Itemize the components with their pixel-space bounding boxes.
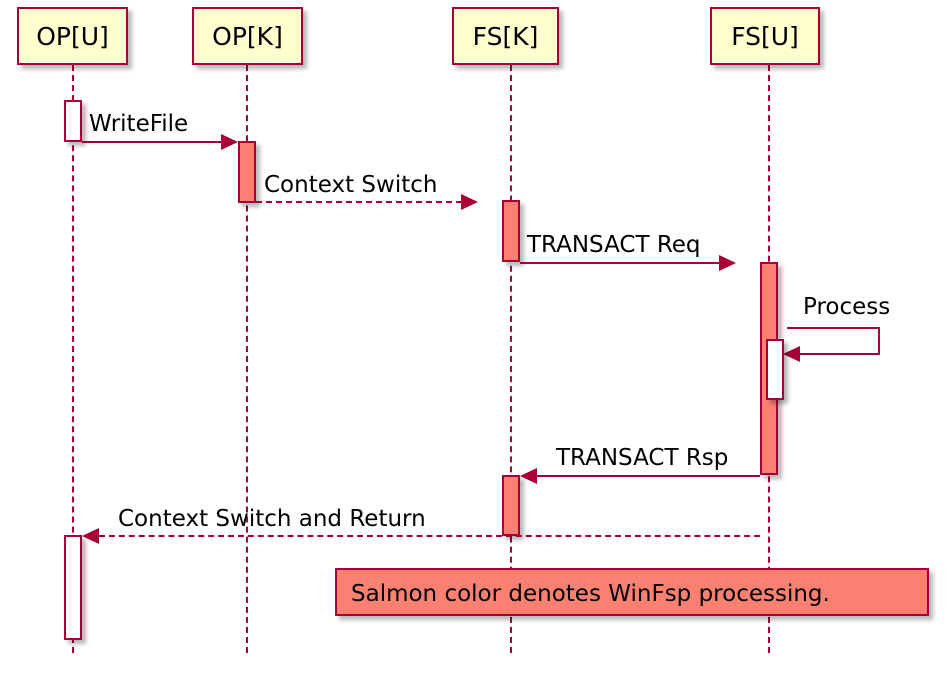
message-line-process-top — [787, 327, 880, 329]
message-line-process-right — [878, 327, 880, 354]
activation-fs-k-first — [502, 200, 520, 262]
message-arrowhead-transact-rsp — [520, 468, 537, 484]
note-text: Salmon color denotes WinFsp processing. — [351, 581, 830, 607]
activation-fs-u-nested — [766, 339, 784, 400]
participant-op-k[interactable]: OP[K] — [192, 7, 303, 65]
message-label-context-switch: Context Switch — [264, 172, 438, 198]
note-fold-inner-icon — [915, 570, 927, 582]
participant-op-u-label: OP[U] — [36, 21, 109, 51]
message-arrowhead-context-switch-and-return — [82, 528, 99, 544]
message-label-process: Process — [803, 294, 891, 320]
lifeline-op-k — [246, 65, 248, 653]
participant-op-u[interactable]: OP[U] — [17, 7, 128, 65]
message-line-context-switch — [256, 201, 462, 203]
participant-fs-k[interactable]: FS[K] — [452, 7, 559, 65]
message-label-transact-rsp: TRANSACT Rsp — [556, 445, 729, 471]
participant-fs-u[interactable]: FS[U] — [710, 7, 820, 65]
activation-op-u-second — [64, 535, 82, 640]
message-arrowhead-transact-req — [719, 255, 736, 271]
message-line-writefile — [82, 141, 222, 143]
lifeline-fs-k — [510, 65, 512, 653]
lifeline-op-u — [72, 65, 74, 653]
message-line-transact-rsp — [537, 475, 760, 477]
activation-op-u-first — [64, 100, 82, 142]
message-label-context-switch-and-return: Context Switch and Return — [118, 506, 426, 532]
activation-fs-k-second — [502, 475, 520, 536]
activation-op-k — [238, 141, 256, 203]
message-line-transact-req — [520, 262, 720, 264]
message-label-writefile: WriteFile — [89, 111, 189, 137]
message-arrowhead-context-switch — [461, 194, 478, 210]
note-salmon-legend: Salmon color denotes WinFsp processing. — [335, 568, 929, 616]
participant-fs-u-label: FS[U] — [731, 21, 799, 51]
message-line-context-switch-and-return — [99, 535, 760, 537]
message-label-transact-req: TRANSACT Req — [527, 232, 701, 258]
message-arrowhead-writefile — [221, 134, 238, 150]
message-arrowhead-process — [783, 346, 800, 362]
participant-fs-k-label: FS[K] — [472, 21, 539, 51]
message-line-process-bottom — [800, 353, 880, 355]
participant-op-k-label: OP[K] — [212, 21, 283, 51]
